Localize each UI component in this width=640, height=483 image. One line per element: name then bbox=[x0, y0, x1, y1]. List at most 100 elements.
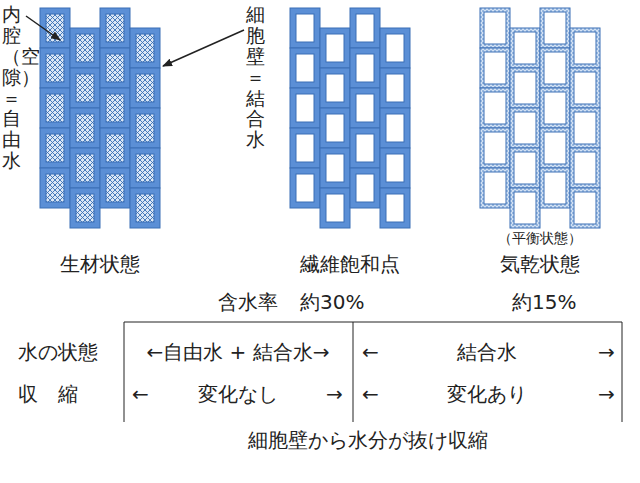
row-label: 含水率 bbox=[218, 290, 278, 314]
cell-wall bbox=[570, 188, 600, 228]
cell-wall bbox=[510, 148, 540, 188]
cell-lumen bbox=[136, 154, 154, 182]
cell-wall bbox=[380, 148, 410, 188]
cell-lumen bbox=[76, 74, 94, 102]
cell-lumen bbox=[136, 74, 154, 102]
cell-wall bbox=[320, 28, 350, 68]
cell-lumen bbox=[356, 14, 374, 42]
state-label: 気乾状態 bbox=[500, 252, 580, 276]
cell-lumen bbox=[106, 174, 124, 202]
cell-lumen bbox=[356, 94, 374, 122]
cell-wall bbox=[70, 108, 100, 148]
leader-arrow bbox=[163, 30, 244, 66]
cell-lumen bbox=[386, 74, 404, 102]
state-label: 生材状態 bbox=[60, 252, 140, 276]
cell-lumen bbox=[106, 54, 124, 82]
cell-lumen bbox=[106, 14, 124, 42]
callout-label: 細胞壁＝結合水 bbox=[246, 4, 265, 150]
cell-wall bbox=[290, 48, 320, 88]
cell-lumen bbox=[484, 172, 506, 204]
cell-lumen bbox=[356, 134, 374, 162]
cell-wall bbox=[40, 8, 70, 48]
cell-wall bbox=[510, 188, 540, 228]
arrow-symbol: → bbox=[326, 382, 343, 406]
cell-lumen bbox=[46, 94, 64, 122]
cell-lumen bbox=[326, 74, 344, 102]
row-label: 収 縮 bbox=[18, 382, 78, 406]
cell-lumen bbox=[296, 54, 314, 82]
cell-wall bbox=[480, 88, 510, 128]
cell-wall bbox=[570, 148, 600, 188]
cell-wall bbox=[70, 28, 100, 68]
state-note: （平衡状態） bbox=[498, 230, 582, 247]
table-cell: 変化なし bbox=[198, 382, 278, 406]
cell-wall bbox=[570, 28, 600, 68]
cell-wall bbox=[480, 168, 510, 208]
cell-lumen bbox=[76, 114, 94, 142]
cell-lumen bbox=[46, 14, 64, 42]
cell-wall bbox=[320, 108, 350, 148]
cell-lumen bbox=[574, 32, 596, 64]
cell-wall bbox=[540, 8, 570, 48]
cell-lumen bbox=[296, 134, 314, 162]
cell-wall bbox=[350, 88, 380, 128]
fiber-saturation-cells bbox=[290, 8, 410, 228]
cell-lumen bbox=[326, 34, 344, 62]
cell-lumen bbox=[514, 112, 536, 144]
cell-wall bbox=[100, 128, 130, 168]
cell-wall bbox=[540, 168, 570, 208]
cell-lumen bbox=[574, 152, 596, 184]
cell-lumen bbox=[514, 152, 536, 184]
cell-lumen bbox=[106, 134, 124, 162]
cell-lumen bbox=[544, 52, 566, 84]
cell-lumen bbox=[326, 154, 344, 182]
cell-lumen bbox=[106, 94, 124, 122]
cell-lumen bbox=[296, 14, 314, 42]
cell-wall bbox=[40, 168, 70, 208]
cell-wall bbox=[320, 188, 350, 228]
cell-lumen bbox=[296, 174, 314, 202]
cell-lumen bbox=[136, 34, 154, 62]
fresh-wood-cells bbox=[40, 8, 160, 228]
cell-wall bbox=[540, 88, 570, 128]
cell-wall bbox=[480, 8, 510, 48]
cell-wall bbox=[100, 88, 130, 128]
cell-wall bbox=[40, 88, 70, 128]
cell-lumen bbox=[356, 54, 374, 82]
cell-wall bbox=[480, 48, 510, 88]
cell-wall bbox=[570, 108, 600, 148]
cell-lumen bbox=[514, 72, 536, 104]
cell-lumen bbox=[484, 12, 506, 44]
cell-lumen bbox=[386, 154, 404, 182]
cell-wall bbox=[380, 188, 410, 228]
cell-lumen bbox=[46, 134, 64, 162]
cell-wall bbox=[100, 48, 130, 88]
cell-wall bbox=[510, 28, 540, 68]
cell-lumen bbox=[544, 12, 566, 44]
cell-lumen bbox=[46, 174, 64, 202]
cell-lumen bbox=[484, 92, 506, 124]
cell-lumen bbox=[514, 32, 536, 64]
arrow-symbol: ← bbox=[362, 340, 379, 364]
cell-wall bbox=[130, 148, 160, 188]
cell-lumen bbox=[544, 92, 566, 124]
cell-lumen bbox=[386, 194, 404, 222]
cell-wall bbox=[130, 108, 160, 148]
cell-lumen bbox=[574, 112, 596, 144]
cell-lumen bbox=[544, 132, 566, 164]
table-cell: ←自由水 + 結合水→ bbox=[147, 340, 330, 364]
cell-lumen bbox=[296, 94, 314, 122]
air-dry-cells bbox=[480, 8, 600, 228]
cell-wall bbox=[100, 8, 130, 48]
note-label: 細胞壁から水分が抜け収縮 bbox=[248, 428, 488, 452]
cell-wall bbox=[130, 68, 160, 108]
cell-lumen bbox=[136, 194, 154, 222]
cell-wall bbox=[70, 68, 100, 108]
arrow-symbol: → bbox=[598, 340, 615, 364]
cell-lumen bbox=[76, 154, 94, 182]
cell-wall bbox=[380, 28, 410, 68]
cell-wall bbox=[380, 68, 410, 108]
cell-lumen bbox=[514, 192, 536, 224]
cell-lumen bbox=[484, 52, 506, 84]
arrow-symbol: → bbox=[598, 382, 615, 406]
